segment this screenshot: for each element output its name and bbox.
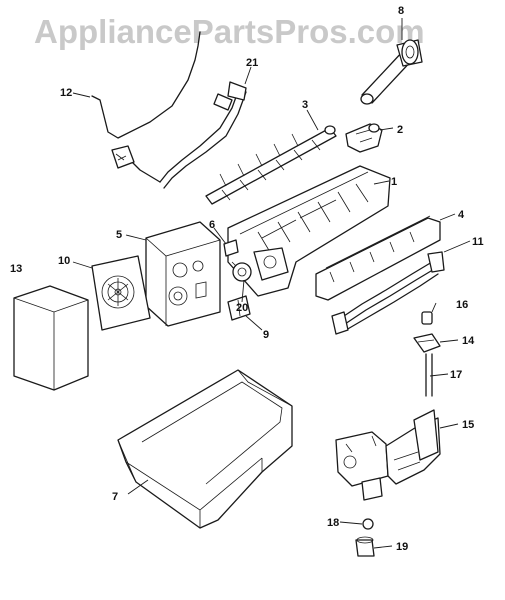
callout-8: 8 — [398, 5, 404, 17]
callout-11: 11 — [472, 236, 484, 248]
part-8-fill-tube — [360, 39, 423, 105]
callout-21: 21 — [246, 57, 258, 69]
callout-2: 2 — [397, 124, 403, 136]
part-6-thermostat — [223, 239, 239, 257]
part-4-stripper — [315, 215, 441, 301]
part-12-shutoff-arm — [91, 31, 201, 139]
part-14-clamp — [413, 333, 441, 353]
callout-17: 17 — [450, 369, 462, 381]
part-17-tube — [425, 353, 433, 397]
callout-20: 20 — [236, 302, 248, 314]
callout-14: 14 — [462, 335, 475, 347]
callout-12: 12 — [60, 87, 72, 99]
part-11-harness — [331, 251, 445, 335]
callout-18: 18 — [327, 517, 339, 529]
part-18-nut — [362, 518, 374, 530]
callout-3: 3 — [302, 99, 308, 111]
callout-5: 5 — [116, 229, 122, 241]
part-19-insert — [355, 536, 375, 557]
part-13-cover — [13, 285, 89, 391]
callout-13: 13 — [10, 263, 22, 275]
callout-labels: 8 12 21 3 2 1 4 5 6 10 11 13 20 16 9 14 … — [10, 5, 484, 553]
part-3-ejector — [205, 125, 337, 205]
part-2-bearing — [345, 123, 383, 153]
part-5-module — [145, 221, 221, 327]
part-1-mold — [227, 165, 391, 297]
callout-7: 7 — [112, 491, 118, 503]
part-21-harness — [111, 81, 247, 189]
watermark-text: AppliancePartsPros.com — [34, 13, 425, 50]
leader-lines — [72, 18, 471, 549]
callout-15: 15 — [462, 419, 474, 431]
part-20-switch — [231, 261, 252, 282]
part-10-housing-plate — [91, 255, 151, 331]
part-9-bracket — [227, 295, 251, 321]
callout-16: 16 — [456, 299, 468, 311]
callout-10: 10 — [58, 255, 70, 267]
callout-1: 1 — [391, 176, 397, 188]
callout-9: 9 — [263, 329, 269, 341]
part-15-water-valve — [335, 409, 441, 501]
callout-4: 4 — [458, 209, 465, 221]
part-16-fitting — [421, 311, 433, 325]
callout-6: 6 — [209, 219, 215, 231]
callout-19: 19 — [396, 541, 408, 553]
part-7-ice-bucket — [117, 369, 293, 529]
